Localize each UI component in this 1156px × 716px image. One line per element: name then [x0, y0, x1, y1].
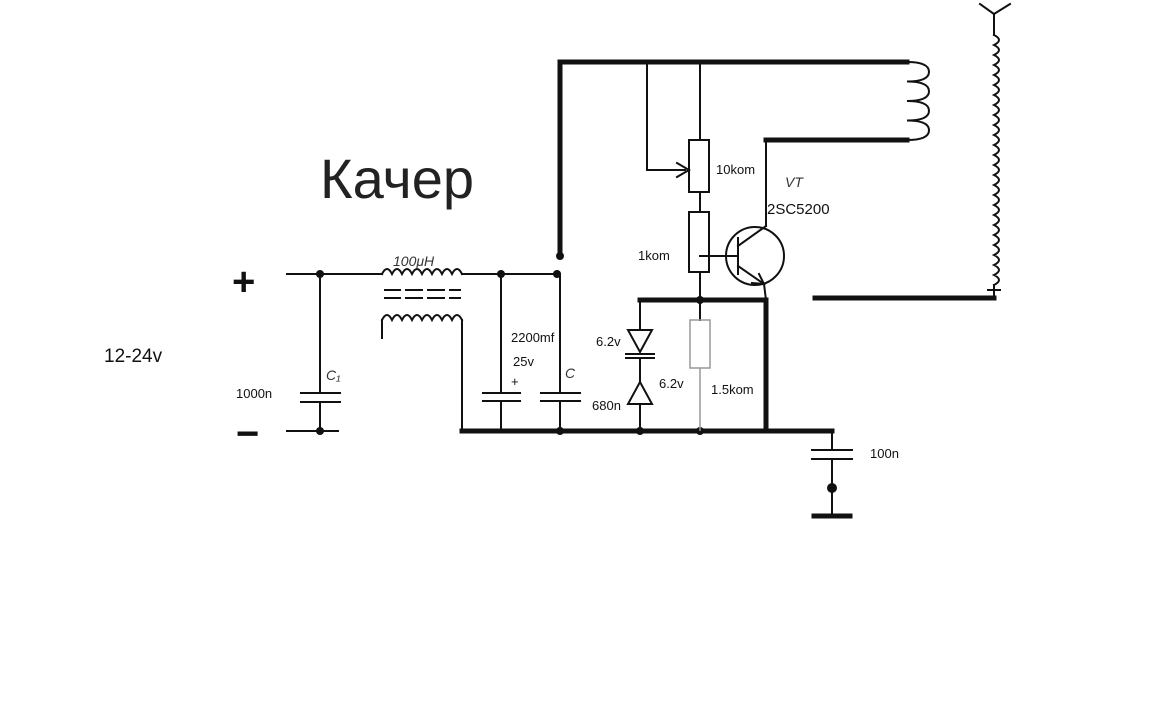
electrolytic-voltage: 25v [513, 354, 534, 369]
plus-terminal-label: + [232, 260, 255, 304]
electrolytic-capacitor [482, 273, 521, 432]
potentiometer-value: 10kom [716, 162, 755, 177]
secondary-coil [978, 2, 1012, 299]
potentiometer [646, 61, 710, 213]
electrolytic-polarity: + [511, 374, 519, 389]
bypass-capacitor-value: 680n [592, 398, 621, 413]
zener-diodes [625, 329, 655, 432]
bottom-resistor-value: 1.5kom [711, 382, 754, 397]
bypass-capacitor-ref: C [565, 365, 576, 381]
common-mode-choke [380, 268, 558, 432]
base-resistor-value: 1kom [638, 248, 670, 263]
npn-transistor [719, 139, 785, 302]
bias-node-wiring [637, 297, 769, 331]
base-resistor [688, 211, 721, 299]
supply-voltage-label: 12-24v [104, 346, 163, 367]
transistor-part: 2SC5200 [767, 201, 830, 218]
minus-terminal-label: − [236, 412, 259, 456]
input-rails [286, 270, 383, 435]
input-capacitor [300, 273, 341, 432]
zener-top-value: 6.2v [596, 334, 621, 349]
power-wiring [459, 59, 997, 434]
input-capacitor-ref: C₁ [326, 367, 341, 383]
bottom-resistor [689, 319, 711, 431]
input-capacitor-value: 1000n [236, 386, 272, 401]
schematic-title: Качер [320, 147, 474, 210]
electrolytic-capacitance: 2200mf [511, 330, 555, 345]
bypass-capacitor [540, 273, 581, 432]
primary-coil [905, 60, 931, 142]
zener-bottom-value: 6.2v [659, 376, 684, 391]
ground-capacitor-value: 100n [870, 446, 899, 461]
transistor-ref: VT [785, 174, 804, 190]
choke-value: 100μH [393, 253, 435, 269]
ground-capacitor [811, 430, 853, 519]
